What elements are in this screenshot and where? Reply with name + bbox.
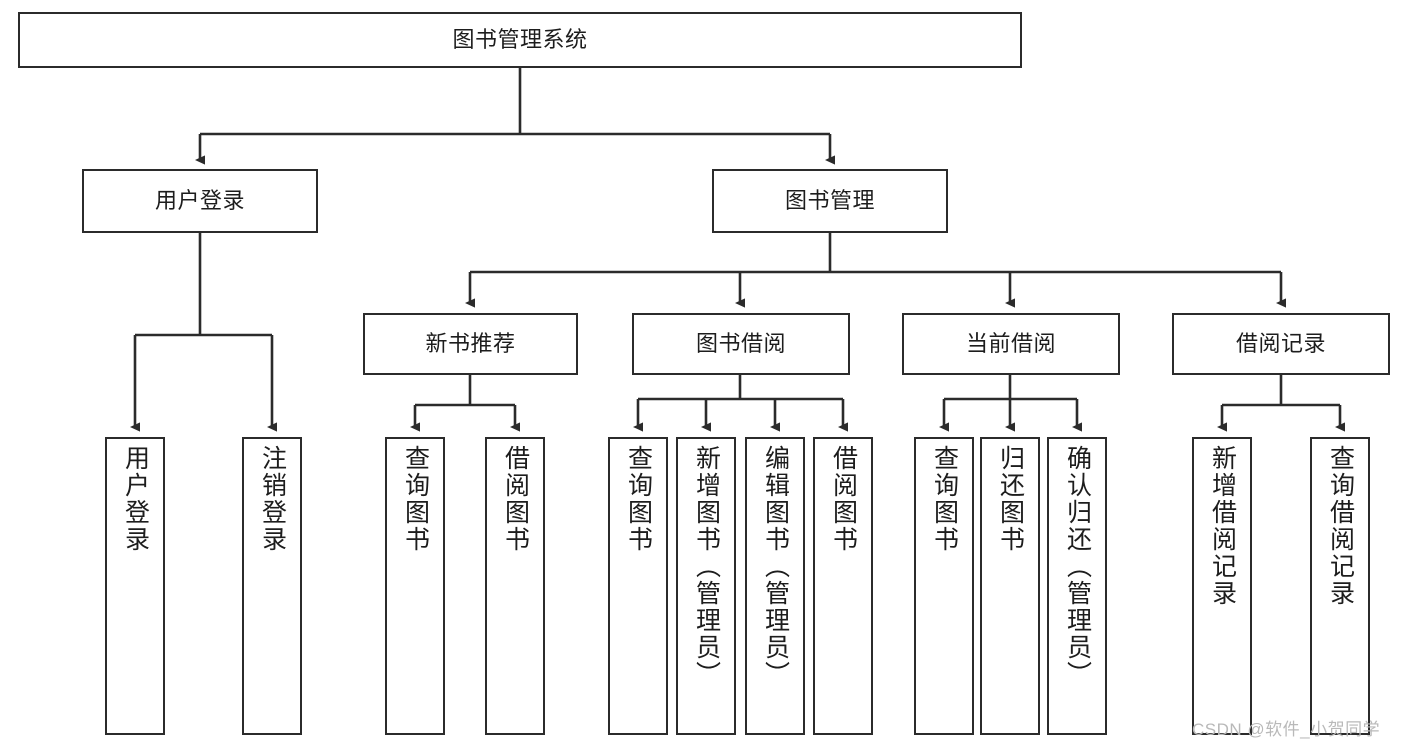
node-leaf-book-borrow-borrow[interactable]: 借阅图书	[813, 437, 873, 735]
node-leaf-new-book-query-label: 查询图书	[401, 445, 430, 553]
node-new-book-recommend[interactable]: 新书推荐	[363, 313, 578, 375]
node-leaf-borrow-record-add-label: 新增借阅记录	[1208, 445, 1237, 607]
node-leaf-current-borrow-return[interactable]: 归还图书	[980, 437, 1040, 735]
node-leaf-new-book-query[interactable]: 查询图书	[385, 437, 445, 735]
node-current-borrow-label: 当前借阅	[965, 330, 1056, 356]
node-leaf-current-borrow-confirm-label: 确认归还（管理员）	[1063, 445, 1092, 688]
node-leaf-borrow-record-query[interactable]: 查询借阅记录	[1310, 437, 1370, 735]
node-leaf-book-borrow-borrow-label: 借阅图书	[829, 445, 858, 553]
node-leaf-current-borrow-query-label: 查询图书	[930, 445, 959, 553]
node-leaf-new-book-borrow[interactable]: 借阅图书	[485, 437, 545, 735]
node-leaf-borrow-record-add[interactable]: 新增借阅记录	[1192, 437, 1252, 735]
node-current-borrow[interactable]: 当前借阅	[902, 313, 1120, 375]
node-leaf-book-borrow-add[interactable]: 新增图书（管理员）	[676, 437, 736, 735]
node-leaf-book-borrow-query-label: 查询图书	[624, 445, 653, 553]
node-leaf-borrow-record-query-label: 查询借阅记录	[1326, 445, 1355, 607]
node-book-manage[interactable]: 图书管理	[712, 169, 948, 233]
node-leaf-book-borrow-edit[interactable]: 编辑图书（管理员）	[745, 437, 805, 735]
node-borrow-record-label: 借阅记录	[1235, 330, 1326, 356]
node-leaf-book-borrow-edit-label: 编辑图书（管理员）	[761, 445, 790, 688]
node-leaf-user-login-login[interactable]: 用户登录	[105, 437, 165, 735]
node-book-borrow[interactable]: 图书借阅	[632, 313, 850, 375]
node-leaf-current-borrow-query[interactable]: 查询图书	[914, 437, 974, 735]
node-leaf-user-login-logout[interactable]: 注销登录	[242, 437, 302, 735]
node-root-system-label: 图书管理系统	[452, 26, 588, 52]
node-leaf-book-borrow-query[interactable]: 查询图书	[608, 437, 668, 735]
node-user-login[interactable]: 用户登录	[82, 169, 318, 233]
node-leaf-user-login-login-label: 用户登录	[121, 445, 150, 553]
node-leaf-current-borrow-return-label: 归还图书	[996, 445, 1025, 553]
node-leaf-book-borrow-add-label: 新增图书（管理员）	[692, 445, 721, 688]
node-leaf-user-login-logout-label: 注销登录	[258, 445, 287, 553]
node-book-manage-label: 图书管理	[784, 187, 875, 213]
node-book-borrow-label: 图书借阅	[695, 330, 786, 356]
node-borrow-record[interactable]: 借阅记录	[1172, 313, 1390, 375]
node-leaf-new-book-borrow-label: 借阅图书	[501, 445, 530, 553]
node-root-system[interactable]: 图书管理系统	[18, 12, 1022, 68]
node-user-login-label: 用户登录	[154, 187, 245, 213]
node-new-book-recommend-label: 新书推荐	[425, 330, 516, 356]
node-leaf-current-borrow-confirm[interactable]: 确认归还（管理员）	[1047, 437, 1107, 735]
